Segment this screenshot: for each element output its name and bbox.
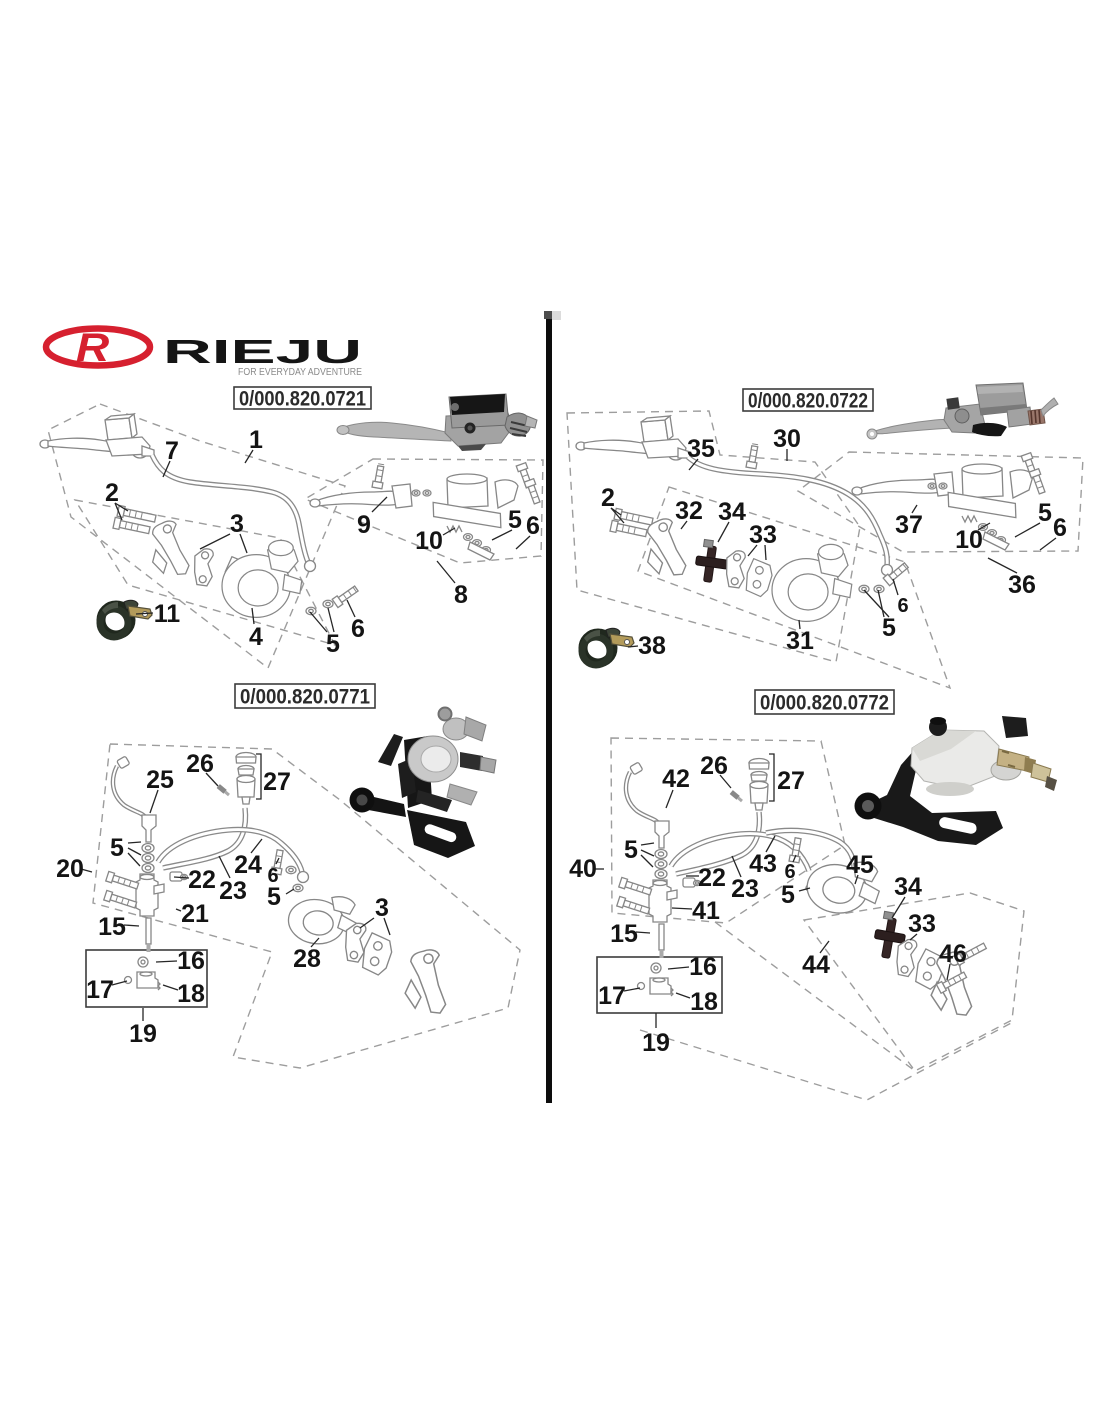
svg-text:6: 6 <box>526 512 540 540</box>
svg-text:18: 18 <box>177 980 205 1008</box>
svg-text:8: 8 <box>454 581 468 609</box>
svg-text:34: 34 <box>718 498 746 526</box>
svg-text:31: 31 <box>786 627 814 655</box>
svg-text:40: 40 <box>569 855 597 883</box>
svg-text:3: 3 <box>375 894 389 922</box>
svg-text:6: 6 <box>1053 514 1067 542</box>
svg-text:17: 17 <box>86 976 114 1004</box>
svg-text:30: 30 <box>773 425 801 453</box>
svg-text:44: 44 <box>802 951 830 979</box>
svg-text:9: 9 <box>357 511 371 539</box>
svg-text:1: 1 <box>249 426 263 454</box>
svg-text:FOR EVERYDAY ADVENTURE: FOR EVERYDAY ADVENTURE <box>238 366 362 378</box>
svg-text:46: 46 <box>939 940 967 968</box>
svg-text:10: 10 <box>415 527 443 555</box>
svg-text:3: 3 <box>230 510 244 538</box>
svg-text:0/000.820.0722: 0/000.820.0722 <box>748 390 868 413</box>
svg-text:37: 37 <box>895 511 923 539</box>
svg-text:22: 22 <box>698 864 726 892</box>
svg-text:6: 6 <box>897 595 908 617</box>
svg-text:36: 36 <box>1008 571 1036 599</box>
svg-text:19: 19 <box>129 1020 157 1048</box>
svg-text:5: 5 <box>110 834 124 862</box>
svg-text:5: 5 <box>624 836 638 864</box>
svg-text:16: 16 <box>689 953 717 981</box>
svg-text:33: 33 <box>908 910 936 938</box>
svg-text:35: 35 <box>687 435 715 463</box>
svg-text:0/000.820.0772: 0/000.820.0772 <box>760 692 889 715</box>
svg-text:42: 42 <box>662 765 690 793</box>
svg-text:38: 38 <box>638 632 666 660</box>
svg-text:41: 41 <box>692 897 720 925</box>
svg-text:27: 27 <box>777 767 805 795</box>
svg-text:20: 20 <box>56 855 84 883</box>
svg-text:RIEJU: RIEJU <box>163 333 362 370</box>
svg-text:4: 4 <box>249 623 263 651</box>
svg-text:18: 18 <box>690 988 718 1016</box>
svg-text:17: 17 <box>598 982 626 1010</box>
svg-text:5: 5 <box>882 614 896 642</box>
svg-text:16: 16 <box>177 947 205 975</box>
svg-text:34: 34 <box>894 873 922 901</box>
svg-text:11: 11 <box>154 600 181 628</box>
svg-text:2: 2 <box>601 484 615 512</box>
svg-text:22: 22 <box>188 866 216 894</box>
svg-text:25: 25 <box>146 766 174 794</box>
svg-text:24: 24 <box>234 851 262 879</box>
svg-text:33: 33 <box>749 521 777 549</box>
svg-text:0/000.820.0721: 0/000.820.0721 <box>239 388 366 411</box>
svg-text:23: 23 <box>731 875 759 903</box>
svg-text:10: 10 <box>955 526 983 554</box>
svg-text:15: 15 <box>98 913 126 941</box>
svg-text:6: 6 <box>351 615 365 643</box>
svg-text:5: 5 <box>267 883 281 911</box>
svg-text:32: 32 <box>675 497 703 525</box>
svg-text:43: 43 <box>749 850 777 878</box>
svg-text:26: 26 <box>700 752 728 780</box>
svg-text:19: 19 <box>642 1029 670 1057</box>
svg-text:5: 5 <box>781 881 795 909</box>
svg-text:26: 26 <box>186 750 214 778</box>
svg-text:7: 7 <box>165 437 179 465</box>
svg-text:27: 27 <box>263 768 291 796</box>
svg-text:0/000.820.0771: 0/000.820.0771 <box>240 686 370 709</box>
svg-text:6: 6 <box>784 861 795 883</box>
svg-text:2: 2 <box>105 479 119 507</box>
svg-text:6: 6 <box>267 865 278 887</box>
svg-text:15: 15 <box>610 920 638 948</box>
svg-text:21: 21 <box>181 900 209 928</box>
svg-text:R: R <box>76 326 109 371</box>
svg-text:23: 23 <box>219 877 247 905</box>
svg-text:5: 5 <box>508 506 522 534</box>
svg-text:5: 5 <box>326 630 340 658</box>
svg-text:45: 45 <box>846 851 874 879</box>
svg-text:28: 28 <box>293 945 321 973</box>
svg-text:5: 5 <box>1038 499 1052 527</box>
